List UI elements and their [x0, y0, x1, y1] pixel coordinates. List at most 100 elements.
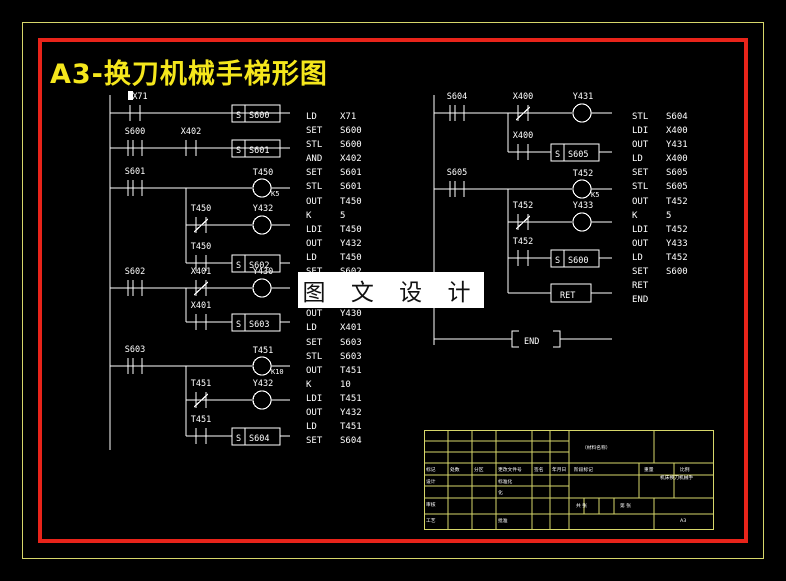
title-block-weight-label: 重量	[644, 466, 654, 473]
instruction-opcode: STL	[632, 182, 649, 193]
contact-label-t452-nc: T452	[513, 201, 533, 211]
instruction-row: OUT Y432	[306, 237, 362, 251]
contact-label-x400-nc: X400	[513, 92, 533, 102]
instruction-opcode: LDI	[632, 126, 649, 137]
instruction-operand: Y433	[666, 238, 688, 249]
instruction-opcode: AND	[306, 154, 323, 165]
instruction-row: STL S604	[632, 110, 688, 124]
title-block-sheet-index: 第 张	[620, 502, 632, 509]
instruction-opcode: STL	[306, 140, 323, 151]
title-block-cell: 工艺	[426, 517, 436, 524]
instruction-operand: S601	[340, 182, 362, 193]
contact-label-s603: S603	[125, 345, 145, 355]
instruction-operand: X402	[340, 154, 362, 165]
instruction-row: AND X402	[306, 152, 362, 166]
instruction-opcode: K	[632, 210, 638, 221]
inner-border-frame	[38, 38, 748, 543]
preset-k5-2: K5	[591, 191, 599, 199]
contact-label-t451-no: T451	[191, 415, 211, 425]
title-block-cell: 设计	[426, 478, 436, 485]
instruction-opcode: END	[632, 295, 649, 306]
contact-label-s604: S604	[447, 92, 467, 102]
instruction-opcode: OUT	[632, 238, 649, 249]
instruction-opcode: SET	[306, 337, 323, 348]
instruction-operand: 5	[666, 210, 672, 221]
contact-label-x400-no: X400	[513, 131, 533, 141]
set-target-s601: S601	[249, 146, 269, 156]
instruction-opcode: LD	[306, 323, 317, 334]
instruction-operand: X400	[666, 126, 688, 137]
instruction-row: LDI X400	[632, 124, 688, 138]
instruction-opcode: OUT	[306, 407, 323, 418]
instruction-opcode: STL	[632, 112, 649, 122]
title-block-sheet-no: A3	[680, 518, 687, 524]
instruction-opcode: STL	[306, 351, 323, 362]
set-target-s600-2: S600	[568, 256, 588, 266]
instruction-opcode: K	[306, 379, 312, 390]
watermark-text: 图 文 设 计	[298, 272, 484, 308]
contact-label-t452-no: T452	[513, 237, 533, 247]
instruction-operand: Y430	[340, 309, 362, 320]
instruction-row: OUT Y432	[306, 406, 362, 420]
instruction-operand: Y432	[340, 407, 362, 418]
set-prefix-7: S	[555, 256, 560, 266]
coil-label-y431: Y431	[573, 92, 593, 102]
instruction-operand: T452	[666, 252, 688, 263]
contact-label-s605: S605	[447, 168, 467, 178]
instruction-operand: Y431	[666, 140, 688, 151]
title-block-cell: 批准	[498, 517, 508, 524]
instruction-operand: X400	[666, 154, 688, 165]
instruction-opcode: RET	[632, 281, 649, 292]
instruction-operand: S601	[340, 168, 362, 179]
instruction-operand: S605	[666, 168, 688, 179]
pulse-marker	[128, 91, 133, 100]
outer-border-frame	[22, 22, 764, 559]
instruction-row: OUT Y433	[632, 237, 688, 251]
coil-label-t452: T452	[573, 169, 593, 179]
title-block-header-cell: 签名	[534, 466, 544, 473]
title-block-material: （材料名称）	[582, 444, 611, 451]
preset-k5: K5	[271, 190, 279, 198]
page-title: A3-换刀机械手梯形图	[50, 59, 328, 90]
set-target-s605: S605	[568, 150, 588, 160]
title-block-drawing-name: 机床换刀机械手	[660, 474, 694, 481]
title-block-cell: 化	[498, 489, 503, 496]
title-block-total-sheets: 共 张	[576, 502, 588, 509]
end-box-label: END	[524, 337, 539, 347]
instruction-operand: Y432	[340, 238, 362, 249]
title-block-cell: 标准化	[498, 478, 513, 485]
contact-label-s600: S600	[125, 127, 145, 137]
instruction-operand: X71	[340, 112, 357, 122]
set-target-s604: S604	[249, 434, 269, 444]
coil-label-y432: Y432	[253, 204, 273, 214]
title-block-header-cell: 处数	[450, 466, 460, 473]
instruction-opcode: OUT	[306, 238, 323, 249]
instruction-operand: S604	[666, 112, 688, 122]
title-block-stage-label: 阶段标记	[574, 466, 594, 473]
instruction-operand: T451	[340, 422, 362, 433]
instruction-row: END	[632, 293, 688, 307]
instruction-opcode: LD	[306, 252, 317, 263]
instruction-operand: T450	[340, 252, 362, 263]
instruction-operand: T452	[666, 196, 688, 207]
coil-label-y430: Y430	[253, 267, 273, 277]
instruction-operand: S600	[666, 267, 688, 278]
title-block-header-cell: 标记	[426, 466, 436, 473]
